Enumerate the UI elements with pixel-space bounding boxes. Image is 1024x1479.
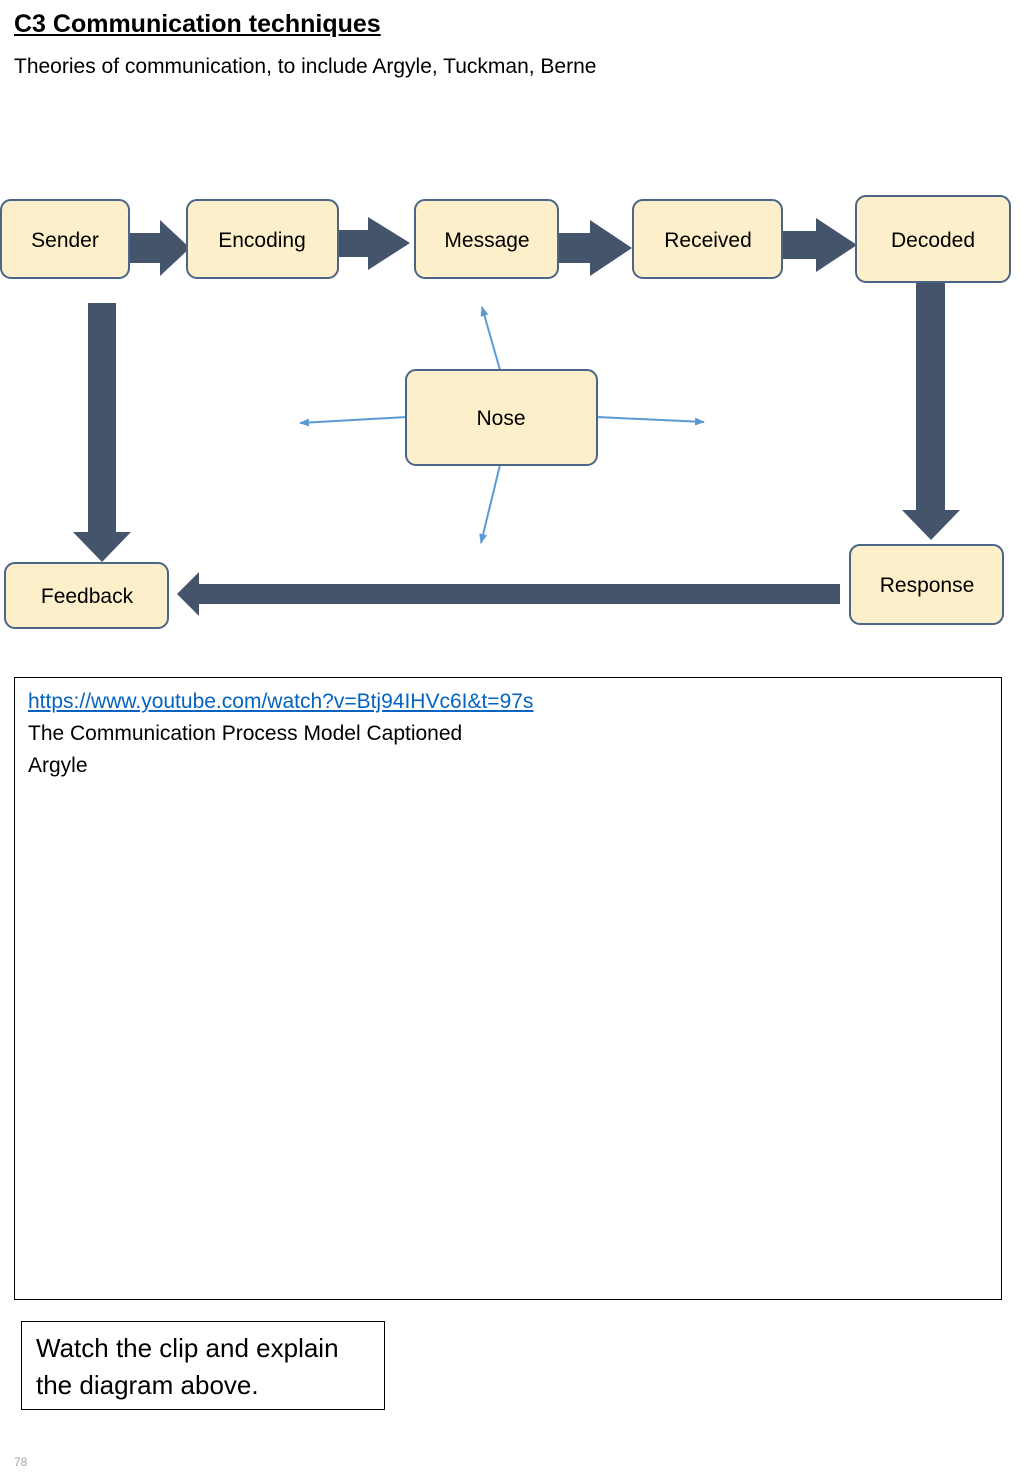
noise-arrow-up <box>480 306 501 371</box>
video-title: The Communication Process Model Captione… <box>28 722 463 745</box>
noise-arrow-left <box>299 416 408 427</box>
arrow-sender-to-feedback <box>73 303 131 562</box>
arrow-decoded-to-response <box>902 282 960 540</box>
page-subtitle: Theories of communication, to include Ar… <box>14 55 597 78</box>
node-feedback-label: Feedback <box>41 585 134 608</box>
node-encoding-label: Encoding <box>218 229 306 252</box>
node-received-label: Received <box>664 229 752 252</box>
arrow-message-to-received <box>558 220 632 276</box>
task-instruction: Watch the clip and explain the diagram a… <box>36 1333 339 1400</box>
node-noise: Nose <box>405 369 598 466</box>
node-message-label: Message <box>444 229 529 252</box>
node-noise-label: Nose <box>476 407 525 430</box>
page-number: 78 <box>14 1455 28 1469</box>
node-encoding: Encoding <box>186 199 339 279</box>
arrow-response-to-feedback <box>177 572 840 616</box>
node-decoded-label: Decoded <box>891 229 975 252</box>
node-sender-label: Sender <box>31 229 99 252</box>
node-sender: Sender <box>0 199 130 279</box>
page-title: C3 Communication techniques <box>14 10 381 38</box>
arrow-encoding-to-message <box>338 217 410 270</box>
node-feedback: Feedback <box>4 562 169 629</box>
theorist-name: Argyle <box>28 754 88 777</box>
noise-arrow-down <box>479 464 501 544</box>
resource-box: https://www.youtube.com/watch?v=Btj94IHV… <box>14 677 1002 1300</box>
communication-cycle-diagram: Sender Encoding Message Received Decoded… <box>0 195 1011 629</box>
arrow-received-to-decoded <box>782 218 857 272</box>
arrow-sender-to-encoding <box>130 220 190 276</box>
video-link[interactable]: https://www.youtube.com/watch?v=Btj94IHV… <box>28 690 534 713</box>
task-instruction-box: Watch the clip and explain the diagram a… <box>21 1321 385 1410</box>
node-decoded: Decoded <box>855 195 1011 283</box>
noise-arrow-right <box>596 416 705 426</box>
node-response-label: Response <box>880 574 975 597</box>
node-response: Response <box>849 544 1004 625</box>
node-received: Received <box>632 199 783 279</box>
node-message: Message <box>414 199 559 279</box>
